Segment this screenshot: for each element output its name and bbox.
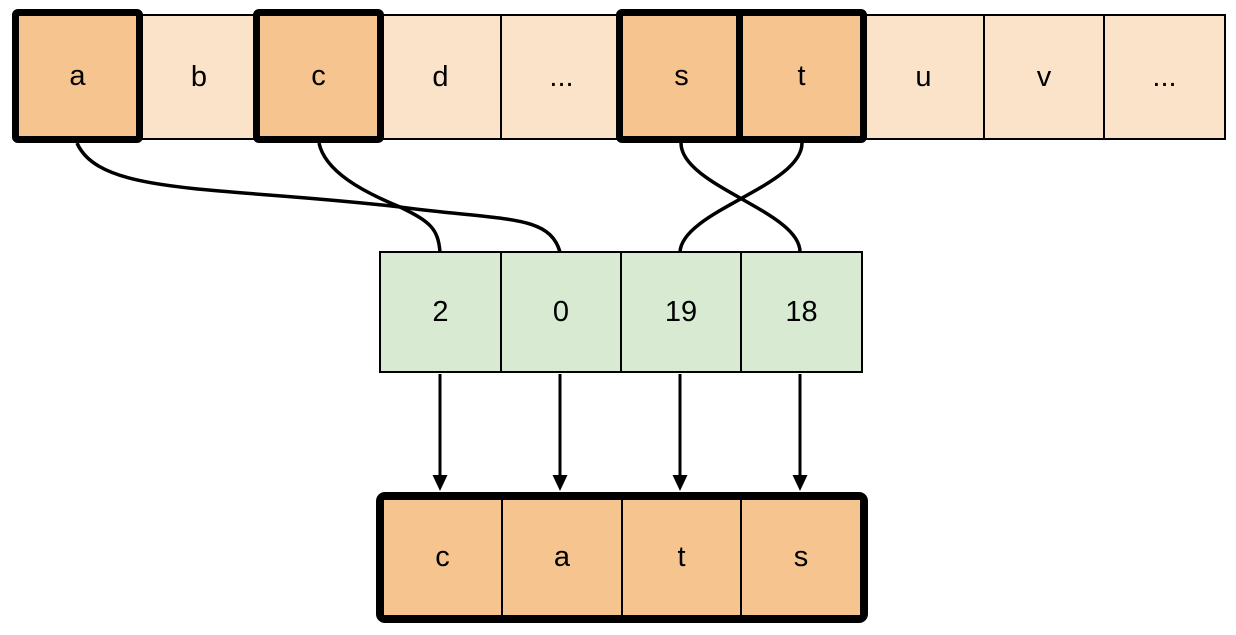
output-row: c a t s [376,492,868,623]
cell-label: s [793,541,809,573]
token-cell-0: 0 [500,251,622,373]
cell-label: ... [549,60,574,93]
connector-c-to-2 [317,142,442,253]
cell-label: u [915,60,932,93]
alphabet-cell-c: c [253,9,384,143]
arrow-head-3 [792,475,808,491]
cell-label: 18 [785,295,818,328]
alphabet-cell-s: s [616,9,747,143]
alphabet-cell-t: t [736,9,867,143]
cell-label: a [69,59,86,92]
cell-label: 19 [664,295,698,328]
output-cell-s: s [742,500,860,615]
cell-label: ... [1152,60,1177,93]
alphabet-cell-ellipsis-2: ... [1103,14,1226,140]
arrow-head-2 [672,475,688,491]
cell-label: t [677,541,686,573]
cell-label: s [674,59,689,92]
alphabet-cell-ellipsis-1: ... [500,14,623,140]
arrow-head-1 [552,475,568,491]
cell-label: 2 [432,295,449,328]
output-cell-c: c [384,500,501,615]
connector-t-to-19 [678,142,804,253]
alphabet-cell-a: a [12,9,143,143]
connector-a-to-0 [75,142,562,253]
arrow-head-0 [432,475,448,491]
cell-label: a [553,541,571,573]
cell-label: t [797,59,806,92]
cell-label: v [1036,60,1052,93]
cell-label: 0 [552,295,570,328]
output-cell-t: t [623,500,740,615]
cell-label: d [432,60,449,93]
cell-label: c [435,541,450,573]
cell-label: c [311,59,326,92]
alphabet-cell-v: v [983,14,1105,140]
output-cell-a: a [503,500,621,615]
token-cell-18: 18 [740,251,863,373]
cell-label: b [190,60,208,93]
